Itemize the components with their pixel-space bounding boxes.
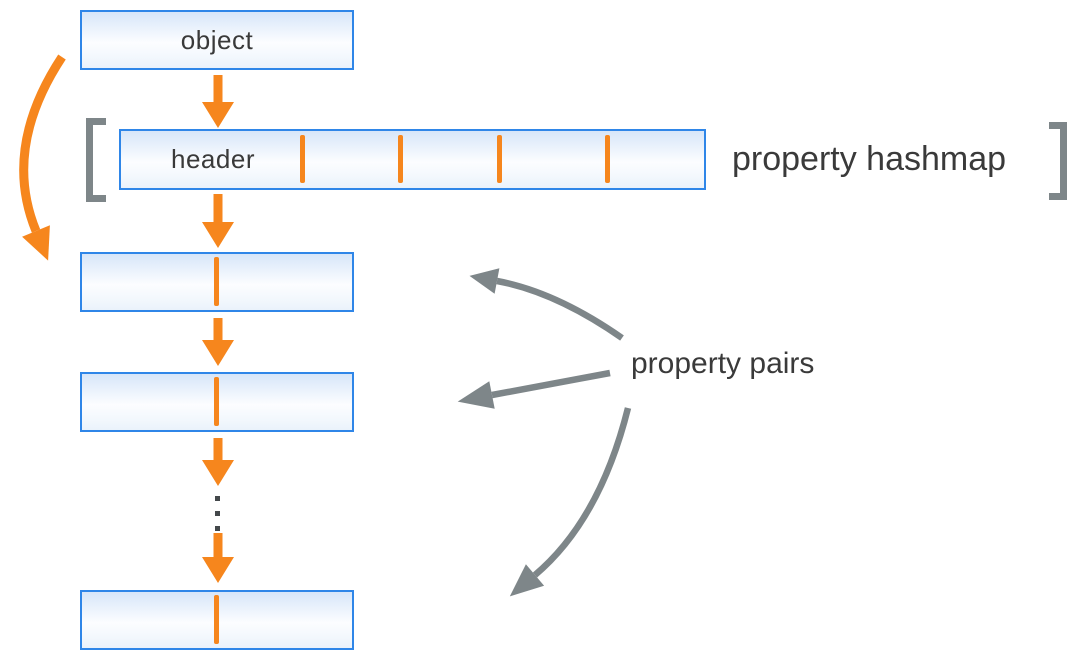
header-label: header (171, 144, 255, 174)
flow-arrow-hashmap-to-pair1-icon (202, 194, 234, 248)
object-label: object (180, 24, 254, 55)
pair-key-value-divider (214, 377, 219, 426)
pointer-arrow-to-pair2-icon (491, 369, 611, 399)
flow-arrow-pair1-to-pair2-icon (202, 318, 234, 366)
left-bracket-icon (86, 118, 106, 202)
object-box: object (80, 10, 354, 70)
ellipsis-dot (215, 496, 220, 501)
flow-arrow-object-to-hashmap-icon (202, 75, 234, 128)
ellipsis-dot (215, 511, 220, 516)
pointer-arrow-to-pair1-icon (496, 277, 624, 341)
pointer-arrow-to-pair1-head-icon (469, 268, 500, 294)
property-pair-box-3 (80, 590, 354, 650)
hashmap-slot-divider (605, 135, 610, 183)
pair-key-value-divider (214, 595, 219, 644)
right-bracket-icon (1049, 122, 1067, 200)
hashmap-caption: property hashmap (732, 140, 1007, 178)
curved-arrow-object-to-pair1-icon (19, 54, 66, 233)
pair-key-value-divider (214, 257, 219, 306)
pointer-arrow-to-pair3-head-icon (509, 564, 545, 597)
hashmap-slot-divider (300, 135, 305, 183)
property-pair-box-1 (80, 252, 354, 312)
hashmap-header-box: header (119, 129, 706, 190)
pairs-caption: property pairs (631, 347, 815, 380)
property-pair-box-2 (80, 372, 354, 432)
hashmap-slot-divider (497, 135, 502, 183)
flow-arrow-pair2-to-ellipsis-icon (202, 438, 234, 486)
pointer-arrow-to-pair3-icon (532, 407, 632, 578)
flow-arrow-ellipsis-to-pair3-icon (202, 533, 234, 583)
pointer-arrow-to-pair2-head-icon (457, 381, 495, 409)
ellipsis-dot (215, 526, 220, 531)
header-label-wrap: header (121, 131, 305, 188)
curved-arrow-object-to-pair1-head-icon (22, 225, 50, 261)
hashmap-slot-divider (398, 135, 403, 183)
